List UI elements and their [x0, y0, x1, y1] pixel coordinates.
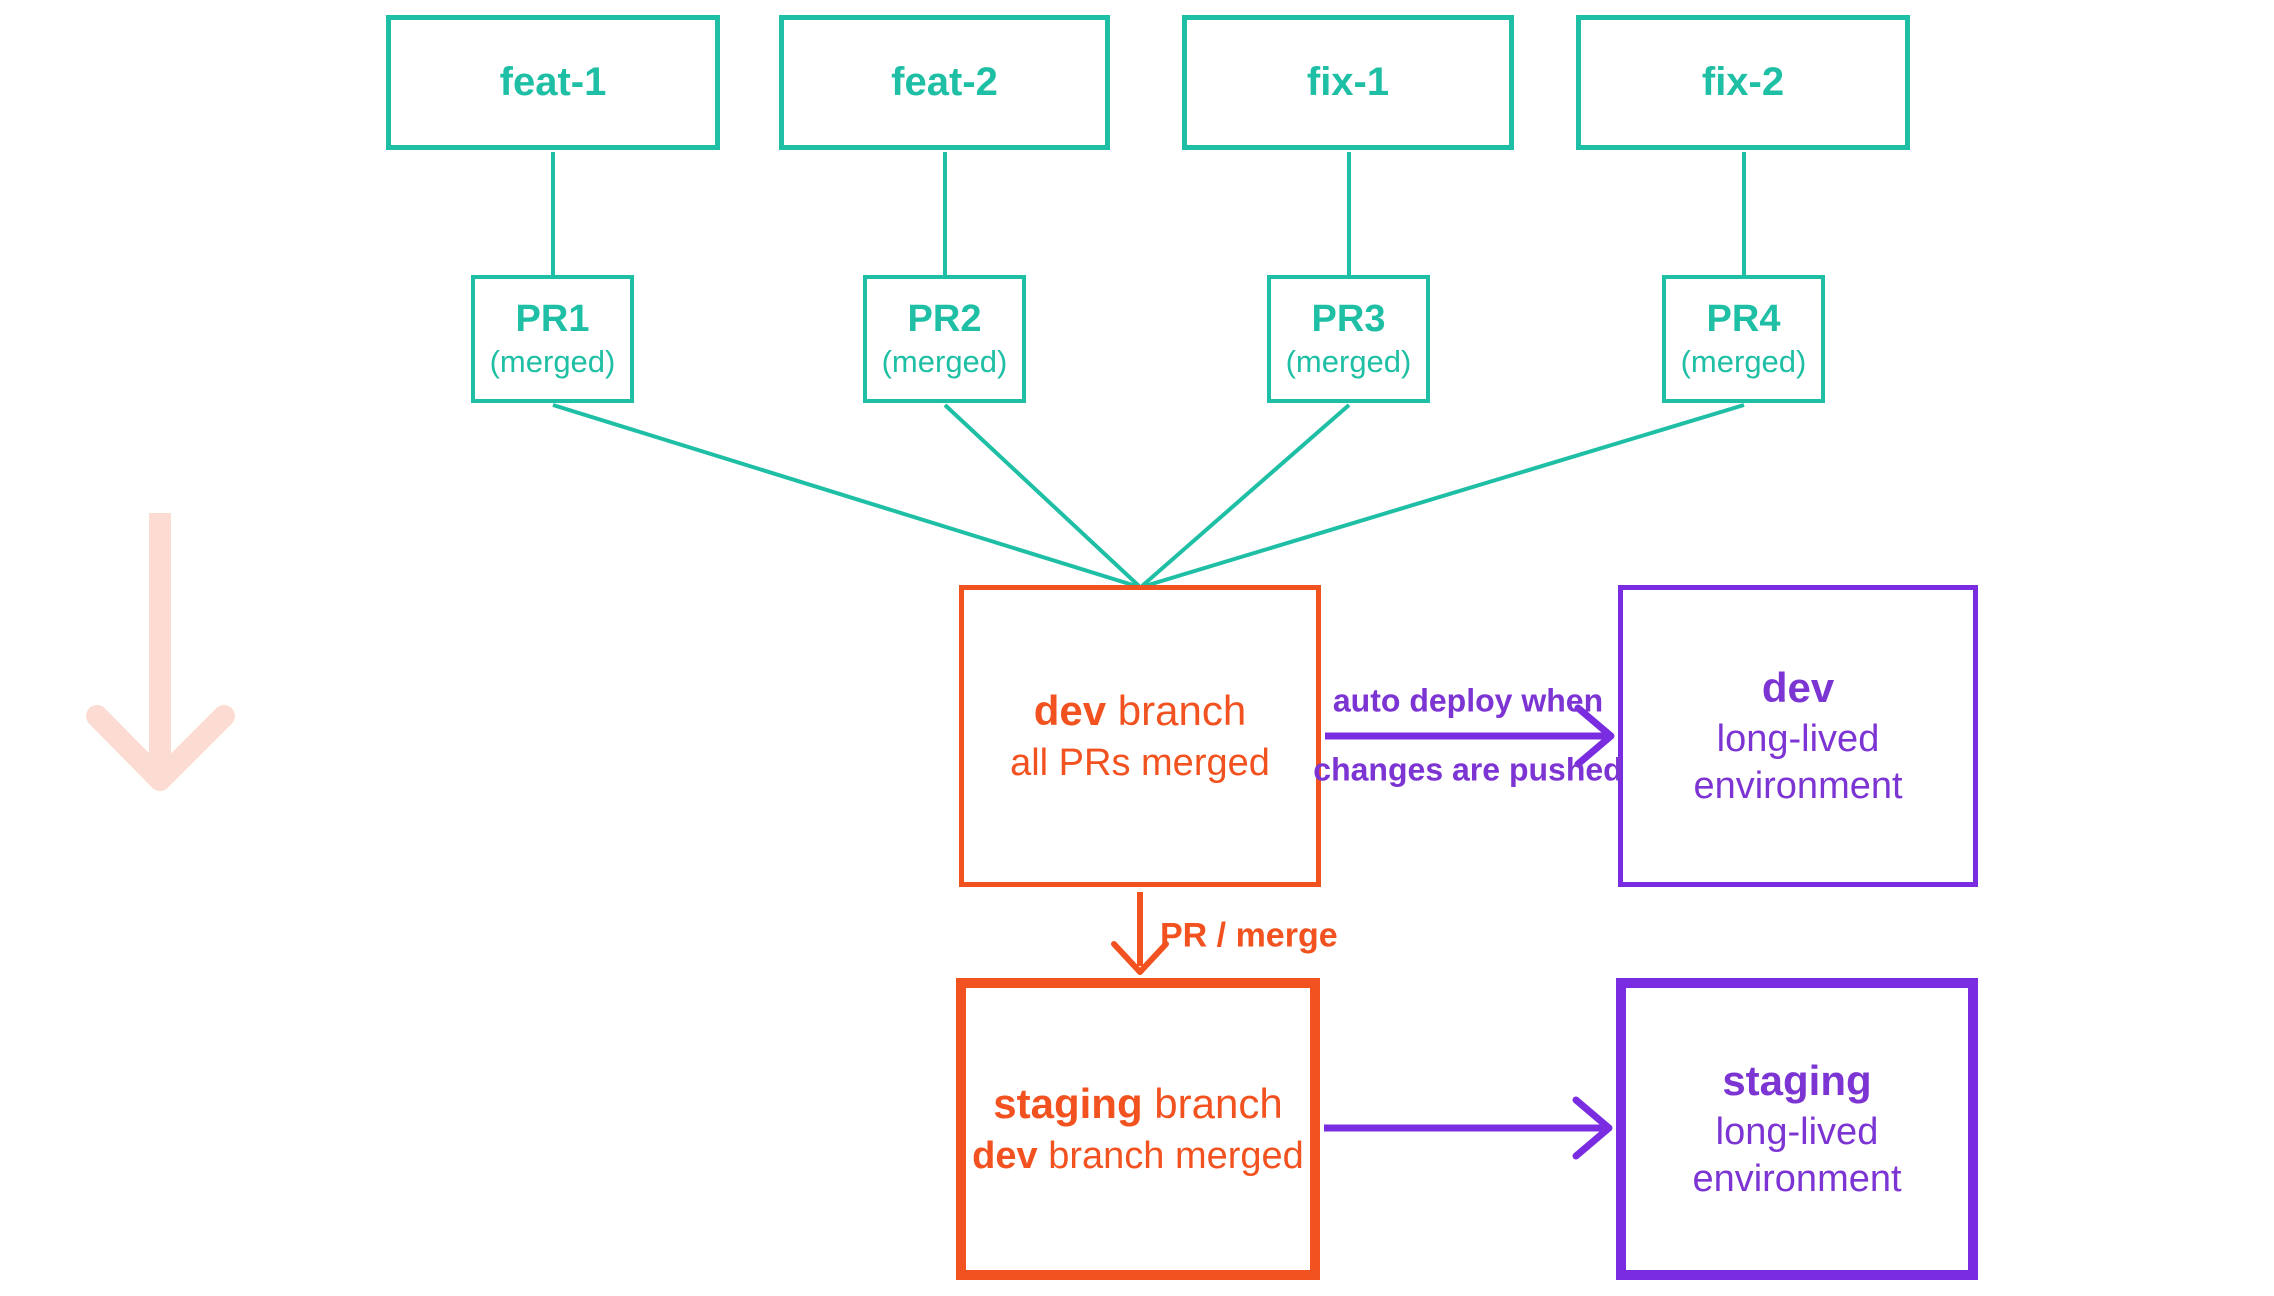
branch-box-fix-1: fix-1	[1182, 15, 1514, 150]
pr-status: (merged)	[1285, 344, 1412, 380]
dev-env-line2: long-lived	[1716, 717, 1880, 760]
dev-to-staging-arrow	[1111, 892, 1169, 975]
pr-box-3: PR3 (merged)	[1267, 275, 1430, 403]
staging-branch-box: staging branch dev branch merged	[956, 978, 1320, 1280]
staging-branch-subtitle-bold: dev	[972, 1134, 1038, 1177]
branch-box-fix-2: fix-2	[1576, 15, 1910, 150]
branch-to-pr-connectors	[551, 152, 1746, 277]
staging-branch-title-rest: branch	[1142, 1080, 1283, 1127]
pr-title: PR1	[515, 297, 590, 340]
pr-status: (merged)	[881, 344, 1008, 380]
staging-environment-box: staging long-lived environment	[1616, 978, 1978, 1280]
pr-box-4: PR4 (merged)	[1662, 275, 1825, 403]
dev-environment-box: dev long-lived environment	[1618, 585, 1978, 887]
dev-branch-title-bold: dev	[1033, 687, 1107, 734]
staging-branch-subtitle: dev branch merged	[972, 1132, 1304, 1181]
staging-env-line2: long-lived	[1715, 1110, 1879, 1153]
staging-env-line3: environment	[1692, 1158, 1902, 1201]
dev-env-line3: environment	[1693, 765, 1903, 808]
staging-deploy-arrow	[1324, 1096, 1613, 1160]
branch-box-feat-2: feat-2	[779, 15, 1110, 150]
staging-branch-title-bold: staging	[993, 1080, 1143, 1127]
dev-branch-title-rest: branch	[1106, 687, 1247, 734]
staging-branch-subtitle-rest: branch merged	[1037, 1134, 1304, 1177]
dev-branch-title: dev branch	[1034, 684, 1246, 739]
timeline-down-arrow	[86, 513, 235, 791]
pr-title: PR3	[1311, 297, 1386, 340]
staging-branch-title: staging branch	[993, 1077, 1282, 1132]
branch-label: fix-1	[1306, 60, 1390, 104]
pr-box-2: PR2 (merged)	[863, 275, 1026, 403]
dev-branch-box: dev branch all PRs merged	[959, 585, 1321, 887]
pr-merge-lines	[552, 403, 1745, 588]
pr-status: (merged)	[489, 344, 616, 380]
branch-label: fix-2	[1701, 60, 1785, 104]
auto-deploy-label-line2: changes are pushed	[1313, 751, 1623, 788]
branch-box-feat-1: feat-1	[386, 15, 720, 150]
dev-branch-subtitle: all PRs merged	[1010, 741, 1270, 784]
auto-deploy-label-line1: auto deploy when	[1332, 682, 1604, 719]
pr-box-1: PR1 (merged)	[471, 275, 634, 403]
branch-label: feat-1	[499, 60, 607, 104]
pr-status: (merged)	[1680, 344, 1807, 380]
staging-env-title: staging	[1722, 1057, 1872, 1105]
pr-merge-label: PR / merge	[1160, 916, 1338, 955]
dev-deploy-arrow	[1325, 704, 1615, 768]
branch-label: feat-2	[891, 60, 998, 104]
dev-env-title: dev	[1761, 664, 1835, 712]
pr-title: PR4	[1706, 297, 1781, 340]
pr-title: PR2	[907, 297, 982, 340]
